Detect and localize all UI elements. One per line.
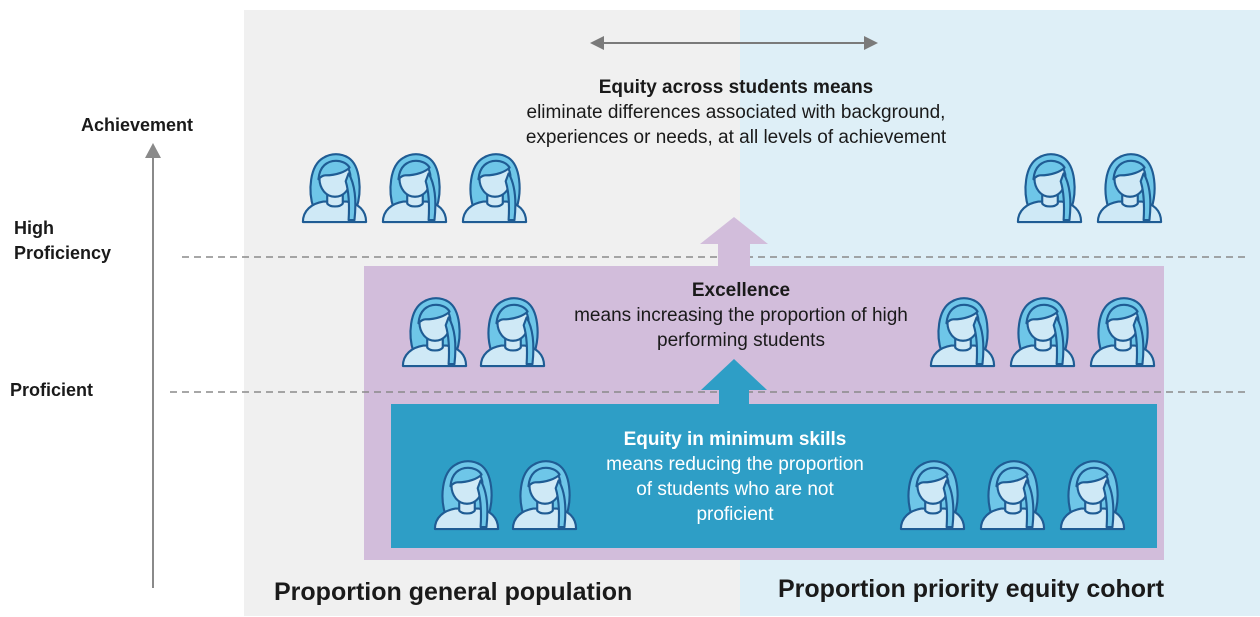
double-arrow-icon bbox=[590, 36, 878, 50]
student-icon bbox=[479, 297, 546, 368]
up-arrow-icon bbox=[701, 359, 767, 404]
student-icon bbox=[433, 460, 500, 531]
student-icon bbox=[1009, 297, 1076, 368]
up-arrow-icon bbox=[700, 217, 768, 266]
student-icon bbox=[929, 297, 996, 368]
general-population-label: Proportion general population bbox=[274, 578, 633, 606]
student-icon bbox=[1016, 153, 1083, 224]
student-icon bbox=[1059, 460, 1126, 531]
equity-across-students-text: Equity across students means eliminate d… bbox=[520, 75, 952, 150]
student-icon bbox=[1096, 153, 1163, 224]
equity-across-body: eliminate differences associated with ba… bbox=[525, 102, 947, 148]
student-icon bbox=[461, 153, 528, 224]
priority-equity-cohort-label: Proportion priority equity cohort bbox=[778, 575, 1165, 603]
excellence-text: Excellence means increasing the proporti… bbox=[566, 278, 916, 353]
excellence-title: Excellence bbox=[691, 280, 791, 301]
student-icon bbox=[511, 460, 578, 531]
student-icon bbox=[301, 153, 368, 224]
equity-minimum-body: means reducing the proportion of student… bbox=[606, 454, 864, 525]
student-icon bbox=[401, 297, 468, 368]
equity-across-title: Equity across students means bbox=[598, 77, 874, 98]
excellence-body: means increasing the proportion of high … bbox=[574, 305, 908, 351]
equity-minimum-title: Equity in minimum skills bbox=[623, 429, 847, 450]
student-icon bbox=[381, 153, 448, 224]
achievement-label: Achievement bbox=[81, 115, 194, 135]
student-icon bbox=[899, 460, 966, 531]
high-proficiency-label: High Proficiency bbox=[14, 218, 112, 263]
equity-minimum-text: Equity in minimum skills means reducing … bbox=[600, 427, 870, 527]
student-icon bbox=[1089, 297, 1156, 368]
student-icon bbox=[979, 460, 1046, 531]
achievement-axis-arrow bbox=[145, 143, 161, 588]
proficient-label: Proficient bbox=[10, 380, 94, 400]
